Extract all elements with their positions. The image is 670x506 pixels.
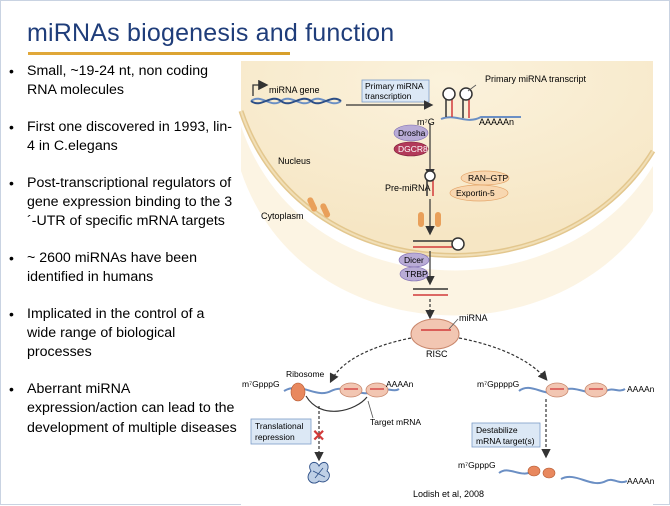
degraded-mrna-2 [560, 476, 628, 484]
pri-hairpin-loop-2 [459, 87, 473, 101]
citation: Lodish et al, 2008 [413, 489, 485, 499]
risc [410, 318, 460, 350]
mirna-gene-label: miRNA gene [269, 85, 320, 95]
translational-repression-line1: Translational [255, 421, 303, 431]
dicer-label: Dicer [404, 255, 424, 265]
dgcr8 [393, 141, 429, 157]
risc-right-2 [584, 382, 608, 398]
nuclear-pore [418, 212, 441, 227]
mirna-label: miRNA [459, 313, 488, 323]
bullet-item: First one discovered in 1993, lin-4 in C… [9, 118, 237, 157]
trbp [399, 266, 429, 282]
primary-transcription-line2: transcription [365, 91, 412, 101]
title-underline [28, 52, 290, 55]
pre-mirna-loop [424, 170, 436, 182]
degraded-risc-1 [527, 465, 541, 477]
ribosome-label: Ribosome [286, 369, 325, 379]
drosha-label: Drosha [398, 128, 426, 138]
nuclear-envelope-inner [240, 110, 654, 257]
poly-a-bottom: AAAAn [627, 476, 655, 486]
primary-transcript-rna [440, 116, 521, 121]
translational-repression-box [250, 418, 312, 445]
target-mrna-right [518, 386, 626, 395]
repression-x-icon: ✕ [312, 428, 325, 445]
bullet-item: ~ 2600 miRNAs have been identified in hu… [9, 249, 237, 288]
poly-a-right: AAAAn [627, 384, 655, 394]
cap-right: m⁷GppppG [477, 379, 519, 389]
poly-a-tail: AAAAAn [479, 117, 514, 127]
cap-m7g: m⁷G [417, 117, 435, 127]
exportin5 [449, 184, 509, 202]
slide-title: miRNAs biogenesis and function [27, 19, 395, 47]
translational-repression-line2: repression [255, 432, 295, 442]
trbp-label: TRBP [405, 269, 428, 279]
cyto-premirna-loop [451, 237, 465, 251]
destabilize-box [471, 422, 541, 448]
nucleus-area [241, 61, 653, 256]
cytoplasm-label: Cytoplasm [261, 211, 304, 221]
drosha [393, 124, 429, 142]
primary-transcription-line1: Primary miRNA [365, 81, 424, 91]
cap-left: m⁷GpppG [242, 379, 280, 389]
bullet-item: Aberrant miRNA expression/action can lea… [9, 380, 237, 438]
bullet-item: Small, ~19-24 nt, non coding RNA molecul… [9, 62, 237, 101]
nucleus-label: Nucleus [278, 156, 311, 166]
target-mrna-label: Target mRNA [370, 417, 421, 427]
nuclear-pore-left [307, 197, 331, 218]
risc-label: RISC [426, 349, 448, 359]
cap-bottom: m⁷GpppG [458, 460, 496, 470]
exportin5-label: Exportin-5 [456, 188, 495, 198]
dna-strand-2 [250, 97, 342, 105]
dgcr8-label: DGCR8 [398, 144, 428, 154]
primary-transcript-label: Primary miRNA transcript [485, 74, 587, 84]
risc-left-2 [365, 382, 389, 398]
poly-a-left: AAAAn [386, 379, 414, 389]
target-mrna-pointer [367, 400, 374, 419]
destabilize-line2: mRNA target(s) [476, 436, 535, 446]
bullet-item: Post-transcriptional regulators of gene … [9, 174, 237, 232]
mirna-pointer [448, 318, 459, 330]
ribosome-left [290, 382, 306, 402]
repression-curve [305, 395, 368, 412]
primary-transcription-box [361, 79, 430, 103]
ran-gtp-label: RAN–GTP [468, 173, 508, 183]
bullet-item: Implicated in the control of a wide rang… [9, 305, 237, 363]
destabilize-line1: Destabilize [476, 425, 518, 435]
branch-arrow-left [329, 337, 412, 384]
branch-arrow-right [458, 337, 548, 381]
protein-icon [307, 461, 330, 484]
pre-mirna-label: Pre-miRNA [385, 183, 431, 193]
transcript-pointer [467, 84, 477, 92]
risc-right-1 [545, 382, 569, 398]
risc-left-1 [339, 382, 363, 398]
pri-hairpin-loop [442, 87, 456, 101]
cytoplasm-band [241, 126, 653, 316]
bullet-list: Small, ~19-24 nt, non coding RNA molecul… [9, 62, 237, 455]
promoter-arrow [252, 79, 269, 96]
degraded-risc-2 [542, 467, 556, 479]
